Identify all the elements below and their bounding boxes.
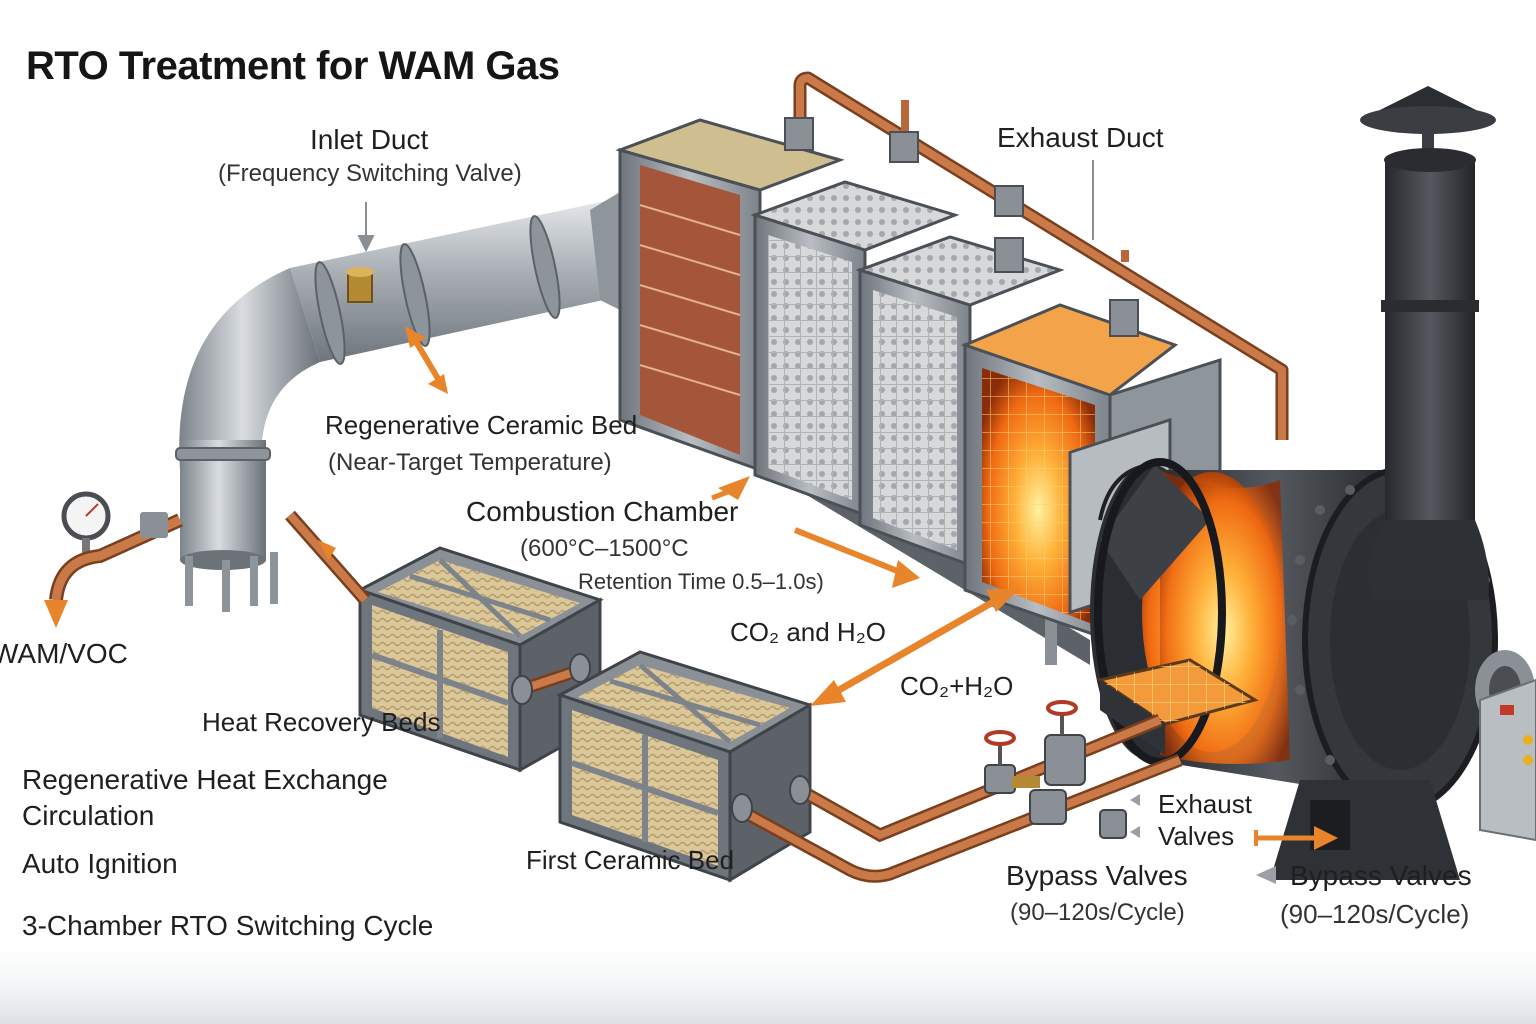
chimney-stack — [1360, 86, 1496, 600]
label-circulation: Circulation — [22, 800, 155, 831]
label-inlet-duct: Inlet Duct — [310, 124, 429, 155]
pressure-gauge — [61, 491, 111, 554]
flow-arrows — [318, 326, 1338, 850]
label-heat-recovery-beds: Heat Recovery Beds — [202, 707, 441, 737]
label-co2-h2o-b: CO₂+H₂O — [900, 671, 1014, 701]
page-title: RTO Treatment for WAM Gas — [26, 44, 560, 88]
label-inlet-duct-sub: (Frequency Switching Valve) — [218, 160, 522, 187]
bypass-valve-assembly — [984, 700, 1127, 839]
label-regen-heat-exchange: Regenerative Heat Exchange — [22, 764, 388, 795]
control-box — [1479, 678, 1536, 842]
heat-recovery-bed-2 — [556, 650, 814, 883]
label-ceramic-bed: Regenerative Ceramic Bed — [325, 410, 638, 440]
label-exhaust-duct: Exhaust Duct — [997, 122, 1164, 153]
label-bypass-valves-b: Bypass Valves — [1290, 860, 1472, 891]
label-switching-cycle: 3-Chamber RTO Switching Cycle — [22, 910, 434, 941]
label-wam-voc: WAM/VOC — [0, 638, 128, 669]
label-auto-ignition: Auto Ignition — [22, 848, 178, 879]
label-ceramic-bed-sub: (Near-Target Temperature) — [328, 449, 612, 476]
label-retention-time: Retention Time 0.5–1.0s) — [578, 569, 824, 594]
label-co2-h2o-a: CO₂ and H₂O — [730, 617, 887, 647]
label-bypass-valves-a: Bypass Valves — [1006, 860, 1188, 891]
label-exhaust-valves-line2: Valves — [1158, 821, 1235, 851]
label-bypass-cycle-b: (90–120s/Cycle) — [1280, 899, 1470, 929]
heat-recovery-bed-1 — [356, 546, 604, 773]
label-exhaust-valves-line1: Exhaust — [1158, 789, 1252, 819]
inlet-elbow-duct — [175, 180, 640, 612]
label-bypass-cycle-a: (90–120s/Cycle) — [1010, 899, 1185, 926]
label-combustion-chamber: Combustion Chamber — [466, 496, 739, 527]
label-combustion-temp: (600°C–1500°C — [520, 535, 689, 562]
label-first-ceramic-bed: First Ceramic Bed — [526, 845, 735, 875]
